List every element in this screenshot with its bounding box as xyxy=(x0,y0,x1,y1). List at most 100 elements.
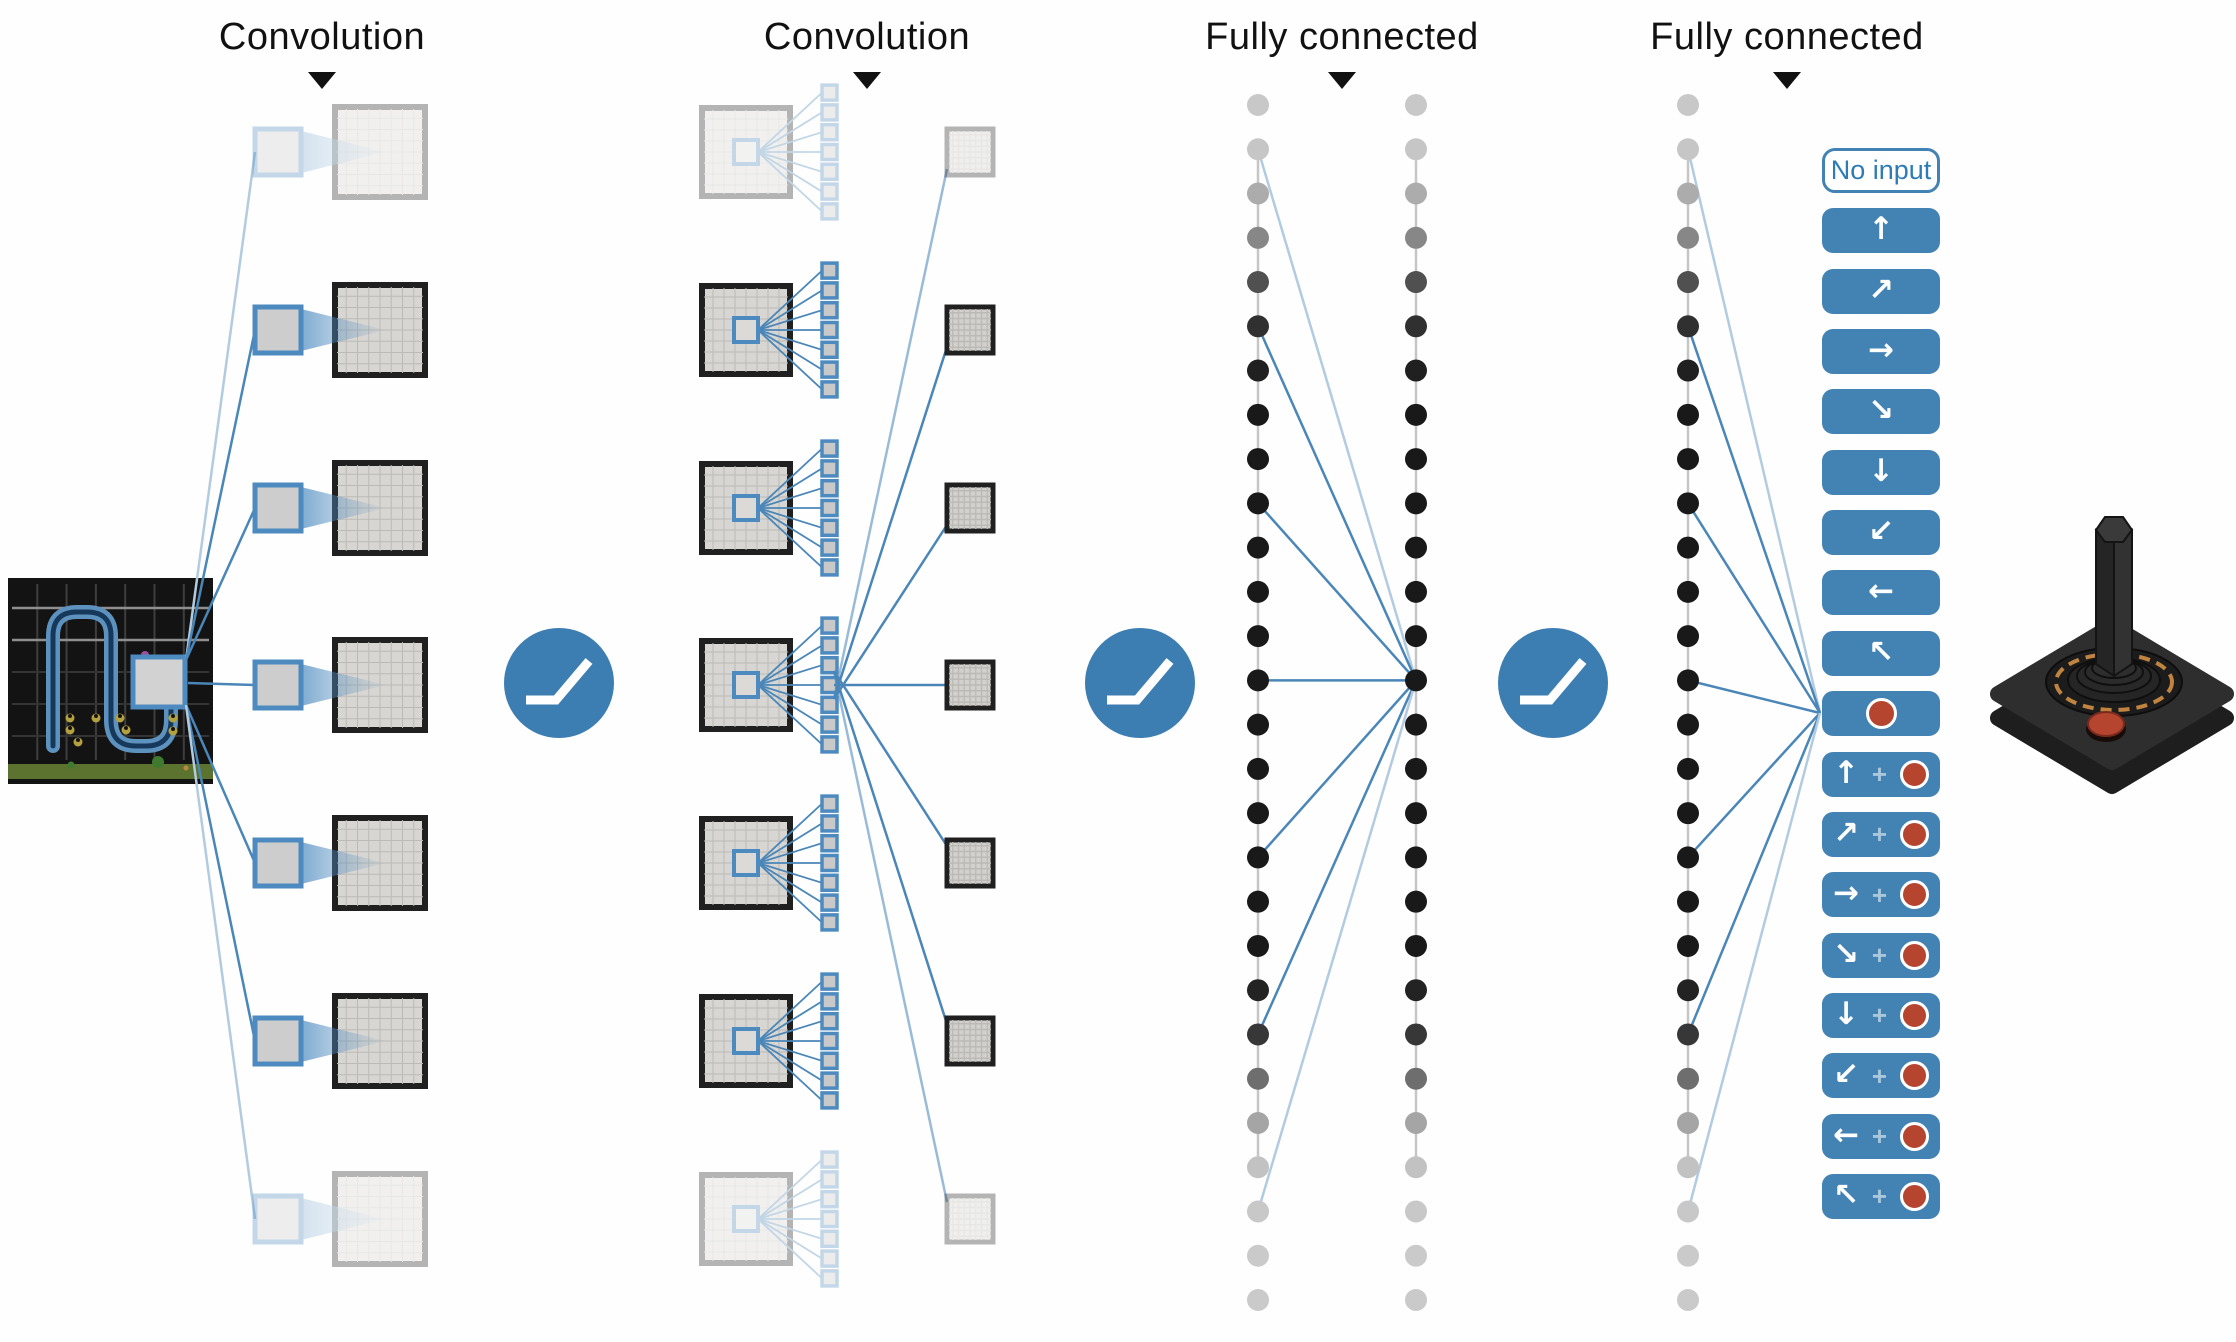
conv2-filter-square xyxy=(820,1269,839,1288)
conv2-filter-square xyxy=(820,300,839,320)
conv2-center-patch xyxy=(732,316,760,344)
action-button-down-left[interactable]: ↙ xyxy=(1822,510,1940,556)
action-button-down-right-fire[interactable]: ↘+ xyxy=(1822,932,1940,978)
fc-neuron-dot xyxy=(1247,979,1269,1002)
label-pointer-triangle xyxy=(1328,72,1356,89)
fire-button-icon xyxy=(1899,880,1929,910)
fc-neuron-dot xyxy=(1677,1111,1699,1134)
fc-neuron-dot xyxy=(1247,669,1269,692)
fc-neuron-dot xyxy=(1405,1067,1427,1090)
fc-neuron-dot xyxy=(1405,890,1427,913)
conv2-center-patch xyxy=(732,671,760,699)
conv2-filter-square xyxy=(820,873,839,893)
plus-icon: + xyxy=(1871,879,1888,910)
action-button-left[interactable]: ← xyxy=(1822,570,1940,616)
action-button-up-fire[interactable]: ↑+ xyxy=(1822,751,1940,797)
plus-icon: + xyxy=(1871,1000,1888,1031)
conv2-row xyxy=(699,616,839,754)
conv2-filter-square xyxy=(820,636,839,655)
conv2-center-patch xyxy=(732,1027,760,1055)
conv2-filter-square xyxy=(820,281,839,300)
conv2-center-patch xyxy=(732,494,760,522)
fc-neuron-dot xyxy=(1405,94,1427,116)
action-button-down-fire[interactable]: ↓+ xyxy=(1822,992,1940,1038)
fc-neuron-dot xyxy=(1247,580,1269,603)
conv2-filter-square xyxy=(820,439,839,458)
action-button-up-right[interactable]: ↗ xyxy=(1822,268,1940,314)
fc1-output-column xyxy=(1405,94,1427,1312)
filter-beam xyxy=(301,1020,386,1062)
fc-neuron-dot xyxy=(1405,271,1427,294)
fire-button-icon xyxy=(1899,759,1929,789)
action-button-right-fire[interactable]: →+ xyxy=(1822,872,1940,918)
fire-button-icon xyxy=(1899,940,1929,970)
fc-neuron-dot xyxy=(1677,182,1699,205)
fc-neuron-dot xyxy=(1405,448,1427,471)
joystick-illustration xyxy=(1990,516,2234,794)
conv2-filter-square xyxy=(820,616,839,635)
fc-neuron-dot xyxy=(1405,1156,1427,1179)
up-right-arrow-icon: ↗ xyxy=(1868,271,1894,308)
fc-neuron-dot xyxy=(1677,1067,1699,1090)
fc-neuron-dot xyxy=(1677,315,1699,338)
conv1-row xyxy=(252,1171,428,1267)
fc-neuron-dot xyxy=(1247,1289,1269,1312)
action-button-fire[interactable] xyxy=(1822,691,1940,737)
fc-neuron-dot xyxy=(1247,802,1269,825)
fc-neuron-dot xyxy=(1405,492,1427,515)
action-button-right[interactable]: → xyxy=(1822,329,1940,375)
conv2-filter-square xyxy=(820,261,839,280)
fc-neuron-dot xyxy=(1247,934,1269,957)
down-arrow-icon: ↓ xyxy=(1833,995,1859,1032)
fc-neuron-dot xyxy=(1247,94,1269,116)
conv2-row xyxy=(699,261,839,399)
fc-neuron-dot xyxy=(1677,138,1699,161)
down-right-arrow-icon: ↘ xyxy=(1868,392,1894,429)
conv2-filter-square xyxy=(820,380,839,399)
fc-neuron-dot xyxy=(1677,1289,1699,1312)
conv1-row xyxy=(252,104,428,200)
fc-neuron-dot xyxy=(1677,94,1699,116)
action-button-no-input[interactable]: No input xyxy=(1822,148,1940,193)
fc-neuron-dot xyxy=(1247,492,1269,515)
joystick-fire-button xyxy=(2086,711,2126,742)
conv2-output-map xyxy=(944,1193,996,1245)
no-input-label: No input xyxy=(1830,155,1932,185)
fc-neuron-dot xyxy=(1247,536,1269,559)
up-arrow-icon: ↑ xyxy=(1833,754,1859,791)
receptive-field-patch xyxy=(130,654,188,710)
action-button-up-right-fire[interactable]: ↗+ xyxy=(1822,811,1940,857)
action-button-up-left[interactable]: ↖ xyxy=(1822,630,1940,676)
game-ground xyxy=(8,764,213,779)
conv2-filter-square xyxy=(820,1209,839,1229)
fc-neuron-dot xyxy=(1677,1156,1699,1179)
fc-neuron-dot xyxy=(1677,271,1699,294)
action-button-down-left-fire[interactable]: ↙+ xyxy=(1822,1053,1940,1099)
filter-beam xyxy=(301,1198,386,1240)
conv2-filter-square xyxy=(820,992,839,1011)
conv2-output-map xyxy=(944,304,996,356)
action-button-down-right[interactable]: ↘ xyxy=(1822,389,1940,435)
conv1-filter-patch xyxy=(252,659,304,711)
conv2-row xyxy=(699,83,839,221)
conv2-filter-square xyxy=(820,1031,839,1051)
conv2-filter-square xyxy=(820,794,839,813)
conv2-center-patch xyxy=(732,1205,760,1233)
fc-neuron-dot xyxy=(1677,846,1699,869)
fire-button-icon xyxy=(1865,698,1897,730)
fc-neuron-dot xyxy=(1247,1111,1269,1134)
conv2-filter-square xyxy=(820,162,839,182)
action-button-left-fire[interactable]: ←+ xyxy=(1822,1113,1940,1159)
action-button-up[interactable]: ↑ xyxy=(1822,208,1940,254)
layer-label-fully-connected-2: Fully connected xyxy=(1650,16,1924,58)
fc-neuron-dot xyxy=(1405,846,1427,869)
conv2-filter-square xyxy=(820,1051,839,1071)
conv2-filter-square xyxy=(820,340,839,360)
down-arrow-icon: ↓ xyxy=(1868,452,1894,489)
action-button-down[interactable]: ↓ xyxy=(1822,449,1940,495)
action-button-up-left-fire[interactable]: ↖+ xyxy=(1822,1173,1940,1219)
fire-button-icon xyxy=(1899,1181,1929,1211)
fc-neuron-dot xyxy=(1677,934,1699,957)
conv2-output-map xyxy=(944,659,996,711)
